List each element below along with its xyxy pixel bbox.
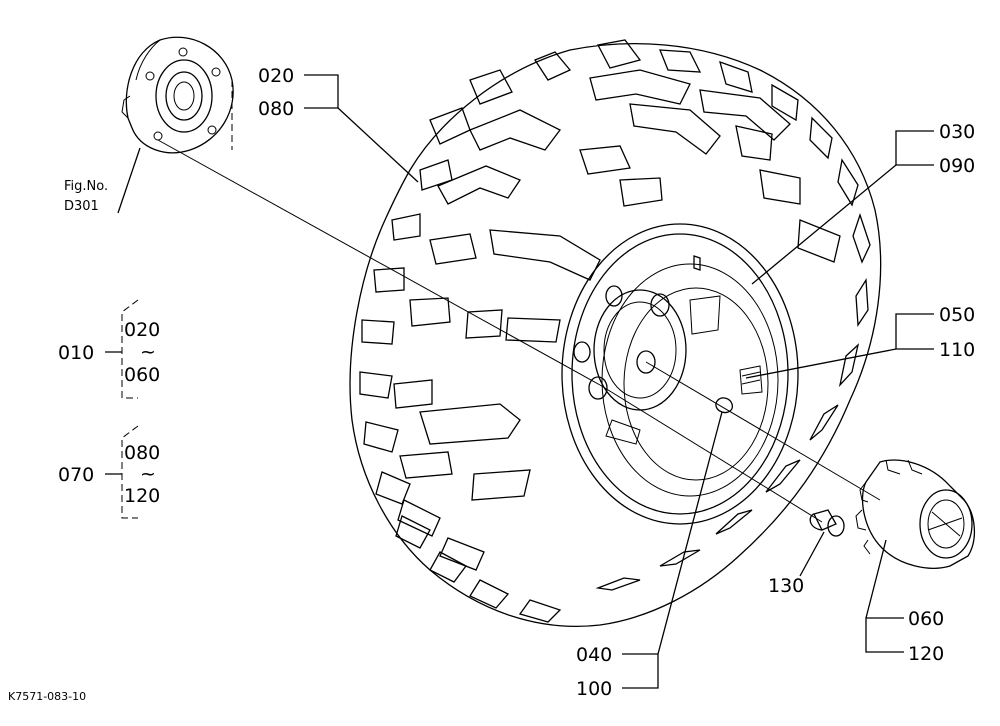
bolt-130 <box>809 509 845 537</box>
callout-060: 060 <box>908 608 944 630</box>
fig-ref-label: Fig.No. <box>64 179 108 194</box>
group-010-from: 020 <box>124 319 160 341</box>
drawing-id: K7571-083-10 <box>8 690 86 703</box>
hub-flange <box>121 36 234 154</box>
rim <box>561 223 799 525</box>
group-brackets <box>105 299 139 519</box>
callout-130: 130 <box>768 575 804 597</box>
callout-110: 110 <box>939 339 975 361</box>
hub-cap <box>855 459 975 569</box>
center-lines <box>157 80 881 523</box>
callout-080: 080 <box>258 98 294 120</box>
callout-120: 120 <box>908 643 944 665</box>
group-070-to: 120 <box>124 485 160 507</box>
group-010-tilde: ~ <box>140 341 156 363</box>
tire <box>349 39 882 628</box>
fig-ref-number: D301 <box>64 199 99 214</box>
callout-020: 020 <box>258 65 294 87</box>
callout-050: 050 <box>939 304 975 326</box>
group-070-id: 070 <box>58 464 94 486</box>
callout-090: 090 <box>939 155 975 177</box>
callout-100: 100 <box>576 678 612 700</box>
callout-040: 040 <box>576 644 612 666</box>
group-010-to: 060 <box>124 364 160 386</box>
group-010-id: 010 <box>58 342 94 364</box>
callout-030: 030 <box>939 121 975 143</box>
group-070-tilde: ~ <box>140 463 156 485</box>
leader-lines <box>117 74 934 689</box>
group-070-from: 080 <box>124 442 160 464</box>
